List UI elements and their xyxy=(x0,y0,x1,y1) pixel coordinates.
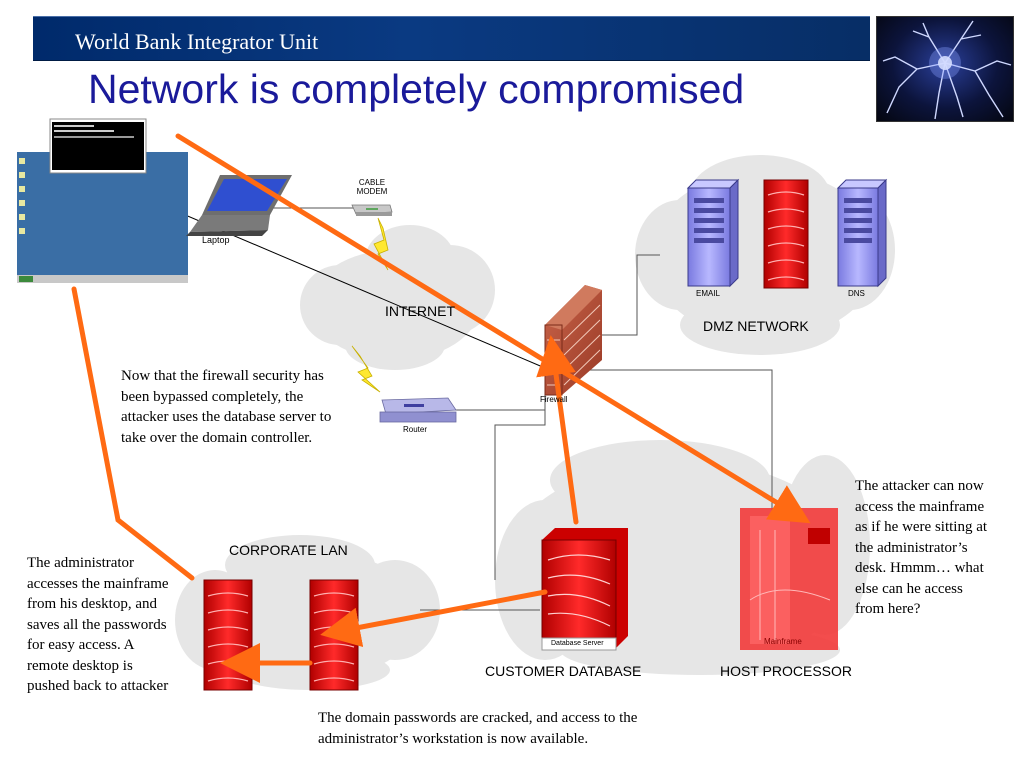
lightning-image xyxy=(876,16,1014,122)
database-server xyxy=(541,528,628,651)
wireless-link-icon xyxy=(351,345,381,393)
mainframe-access-callout: The attacker can now access the mainfram… xyxy=(855,478,988,617)
laptop xyxy=(186,175,292,236)
email-server xyxy=(686,178,740,288)
network-links xyxy=(270,207,773,611)
internet-cloud xyxy=(300,225,495,370)
org-name: World Bank Integrator Unit xyxy=(75,29,319,54)
host-processor-label: HOST PROCESSOR xyxy=(720,663,852,679)
administrator-callout: The administrator accesses the mainframe… xyxy=(27,555,169,694)
domain-passwords-callout: The domain passwords are cracked, and ac… xyxy=(318,710,638,747)
router-label: Router xyxy=(403,425,428,434)
mainframe xyxy=(740,508,838,650)
header-banner: World Bank Integrator Unit xyxy=(33,16,870,61)
firewall-bypassed-callout: Now that the firewall security has been … xyxy=(121,368,332,446)
attack-arrow-to-mainframe xyxy=(175,133,811,524)
internet-label: INTERNET xyxy=(385,303,455,319)
dns-server-label: DNS xyxy=(848,289,865,298)
admin-return-path xyxy=(71,286,195,581)
attack-arrow-to-lan xyxy=(320,589,548,648)
laptop-label: Laptop xyxy=(202,235,230,245)
dns-server xyxy=(836,178,888,288)
email-server-label: EMAIL xyxy=(696,289,721,298)
mainframe-label: Mainframe xyxy=(764,637,802,646)
firewall-label: Firewall xyxy=(540,395,568,404)
attacker-desktop xyxy=(17,152,188,283)
router xyxy=(379,397,457,423)
attack-arrow-to-firewall xyxy=(536,335,579,525)
cable-modem-label: CABLE MODEM xyxy=(356,178,388,196)
corporate-lan-label: CORPORATE LAN xyxy=(229,542,348,558)
cable-modem xyxy=(351,204,393,216)
lan-server-right xyxy=(309,579,359,691)
database-server-label: Database Server xyxy=(551,640,604,647)
dmz-red-server xyxy=(763,179,809,289)
lan-server-left xyxy=(203,579,253,691)
slide-title: Network is completely compromised xyxy=(88,66,745,112)
customer-database-label: CUSTOMER DATABASE xyxy=(485,663,642,679)
dmz-network-label: DMZ NETWORK xyxy=(703,318,809,334)
command-prompt-window xyxy=(49,118,147,174)
